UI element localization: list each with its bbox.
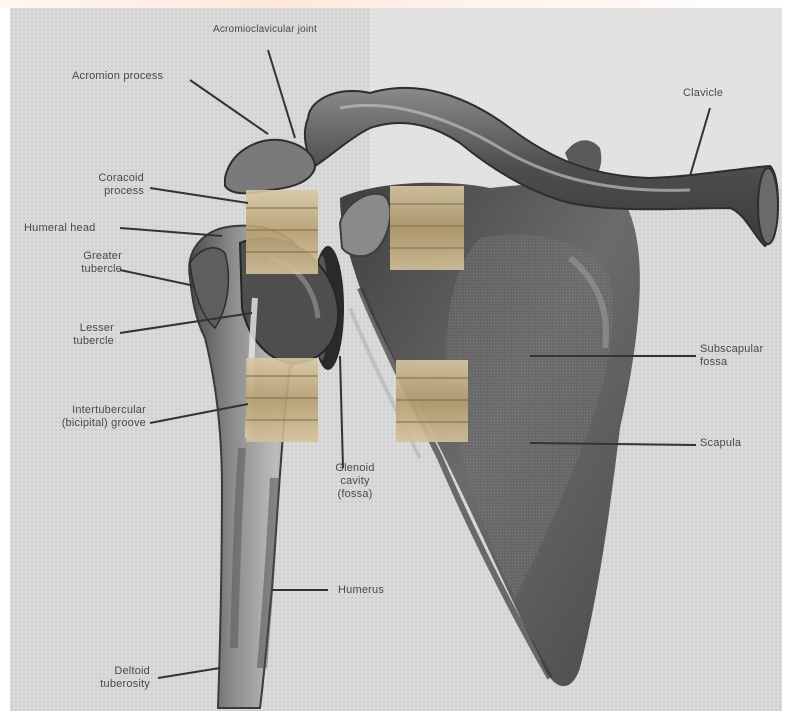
- tape-marker-icon: [246, 358, 318, 442]
- tape-marker-icon: [246, 190, 318, 274]
- label-deltoid-tuberosity: Deltoid tuberosity: [60, 665, 150, 691]
- label-acromion-process: Acromion process: [72, 70, 192, 83]
- label-humerus: Humerus: [338, 584, 418, 597]
- label-subscapular-fossa: Subscapular fossa: [700, 343, 786, 369]
- label-humeral-head: Humeral head: [24, 222, 124, 235]
- label-greater-tubercle: Greater tubercle: [34, 250, 122, 276]
- label-coracoid-process: Coracoid process: [60, 172, 144, 198]
- top-edge-strip: [0, 0, 792, 8]
- tape-marker-icon: [396, 360, 468, 442]
- label-acromioclavicular-joint: Acromioclavicular joint: [190, 23, 340, 36]
- label-scapula: Scapula: [700, 437, 770, 450]
- tape-marker-icon: [390, 186, 464, 270]
- label-intertubercular-groove: Intertubercular (bicipital) groove: [20, 404, 146, 430]
- label-glenoid-cavity: Glenoid cavity (fossa): [320, 462, 390, 501]
- label-clavicle: Clavicle: [683, 87, 743, 100]
- shoulder-anatomy-illustration: [10, 8, 782, 711]
- label-lesser-tubercle: Lesser tubercle: [34, 322, 114, 348]
